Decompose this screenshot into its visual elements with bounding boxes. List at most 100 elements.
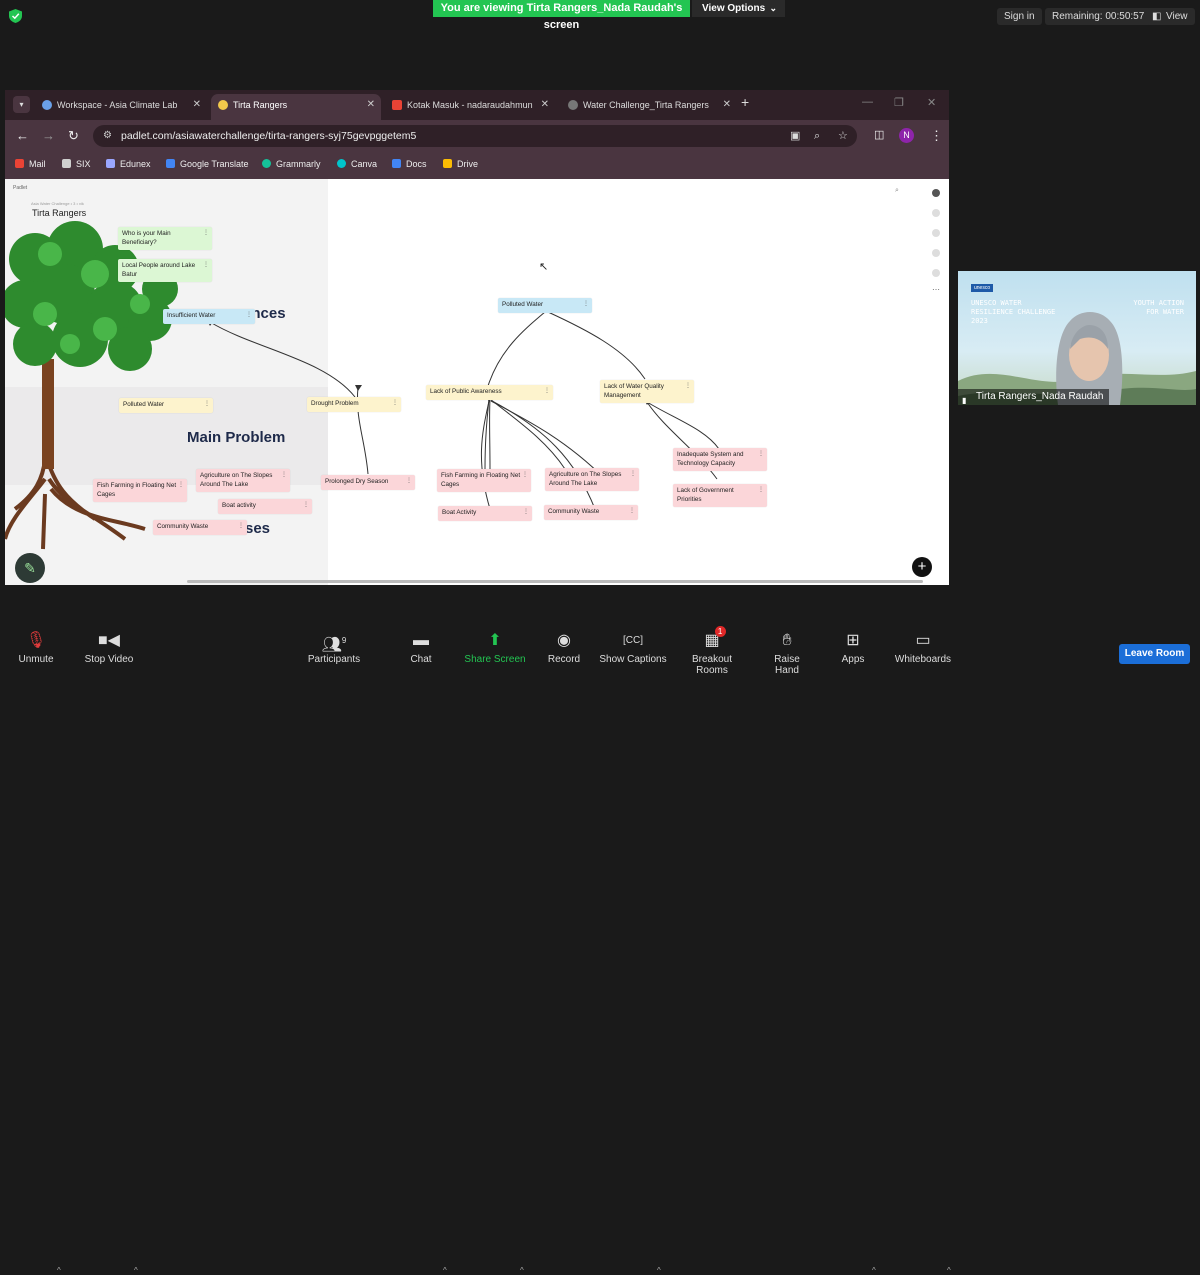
card-fish-farming[interactable]: Fish Farming in Floating Net Cages⋮ — [437, 469, 531, 492]
card-local-people[interactable]: Local People around Lake Batur⋮ — [118, 259, 212, 282]
breadcrumb[interactable]: Asia Water Challenge • 3 • vik — [31, 201, 84, 206]
restore-icon[interactable]: ❐ — [894, 97, 904, 109]
search-icon[interactable]: ⌕ — [895, 187, 899, 194]
more-rail-icon[interactable]: ⋯ — [932, 285, 940, 294]
card-polluted-water-left[interactable]: Polluted Water⋮ — [119, 398, 213, 413]
card-agriculture[interactable]: Agriculture on The Slopes Around The Lak… — [545, 468, 639, 491]
more-icon[interactable]: ⋮ — [629, 508, 635, 514]
bookmark-edunex[interactable]: Edunex — [106, 159, 151, 169]
view-button[interactable]: ◧View — [1146, 8, 1195, 25]
new-tab-icon[interactable]: + — [741, 94, 750, 110]
more-icon[interactable]: ⋮ — [203, 262, 209, 268]
close-icon[interactable]: ✕ — [192, 99, 201, 110]
more-icon[interactable]: ⋮ — [204, 401, 210, 407]
card-fish-farming-left[interactable]: Fish Farming in Floating Net Cages⋮ — [93, 479, 187, 502]
view-options-button[interactable]: View Options⌄ — [692, 0, 785, 17]
sign-in-button[interactable]: Sign in — [997, 8, 1042, 25]
leave-room-button[interactable]: Leave Room — [1119, 644, 1190, 664]
url-field[interactable]: ⚙ padlet.com/asiawaterchallenge/tirta-ra… — [93, 125, 857, 147]
side-panel-icon[interactable]: ◫ — [874, 129, 885, 141]
copy-rail-icon[interactable] — [932, 249, 940, 257]
record-button[interactable]: ◉Record — [546, 628, 582, 665]
more-icon[interactable]: ⋮ — [583, 301, 589, 307]
more-icon[interactable]: ⋮ — [523, 509, 529, 515]
more-icon[interactable]: ⋮ — [238, 523, 244, 529]
more-icon[interactable]: ⋮ — [178, 482, 184, 488]
forward-icon[interactable]: → — [42, 128, 55, 143]
annotate-pen-icon[interactable]: ✎ — [15, 553, 45, 583]
participant-video-tile[interactable]: unesco UNESCO WATER RESILIENCE CHALLENGE… — [958, 271, 1196, 405]
zoom-icon[interactable]: ⌕ — [814, 130, 821, 142]
back-icon[interactable]: ← — [16, 128, 29, 143]
chevron-up-icon[interactable]: ^ — [134, 1266, 138, 1275]
bookmark-docs[interactable]: Docs — [392, 159, 427, 169]
card-insufficient-water[interactable]: Insufficient Water⋮ — [163, 309, 255, 324]
more-icon[interactable]: ⋮ — [522, 472, 528, 478]
chevron-up-icon[interactable]: ^ — [57, 1266, 61, 1275]
more-icon[interactable]: ⋮ — [246, 312, 252, 318]
card-drought-problem[interactable]: Drought Problem⋮ — [307, 397, 401, 412]
tab-tirta-rangers[interactable]: Tirta Rangers✕ — [211, 94, 381, 120]
menu-icon[interactable]: ⋮ — [930, 128, 943, 143]
padlet-logo[interactable]: Padlet — [13, 185, 28, 191]
stop-video-button[interactable]: ■◀Stop Video — [80, 628, 138, 665]
bookmark-grammarly[interactable]: Grammarly — [262, 159, 321, 169]
tab-workspace[interactable]: Workspace - Asia Climate Lab✕ — [35, 94, 207, 120]
card-polluted-water-top[interactable]: Polluted Water⋮ — [498, 298, 592, 313]
reload-icon[interactable]: ↻ — [68, 128, 79, 143]
whiteboards-button[interactable]: ▭Whiteboards — [893, 628, 953, 665]
more-icon[interactable]: ⋮ — [406, 478, 412, 484]
more-icon[interactable]: ⋮ — [685, 383, 691, 389]
bookmark-drive[interactable]: Drive — [443, 159, 478, 169]
card-agriculture-left[interactable]: Agriculture on The Slopes Around The Lak… — [196, 469, 290, 492]
share-screen-button[interactable]: ⬆Share Screen — [464, 628, 526, 665]
more-icon[interactable]: ⋮ — [203, 230, 209, 236]
show-captions-button[interactable]: [CC]Show Captions — [599, 628, 667, 665]
share-rail-icon[interactable] — [932, 209, 940, 217]
bookmark-six[interactable]: SIX — [62, 159, 91, 169]
close-icon[interactable]: ✕ — [540, 99, 549, 110]
more-icon[interactable]: ⋮ — [392, 400, 398, 406]
window-close-icon[interactable]: ✕ — [927, 97, 937, 109]
more-icon[interactable]: ⋮ — [544, 388, 550, 394]
menu-rail-icon[interactable] — [932, 189, 940, 197]
site-info-icon[interactable]: ⚙ — [103, 130, 112, 141]
unmute-button[interactable]: 🎙︎Unmute — [14, 628, 58, 665]
card-prolonged-dry-season[interactable]: Prolonged Dry Season⋮ — [321, 475, 415, 490]
card-boat-activity[interactable]: Boat Activity⋮ — [438, 506, 532, 521]
chevron-up-icon[interactable]: ^ — [872, 1266, 876, 1275]
play-rail-icon[interactable] — [932, 269, 940, 277]
tab-water-challenge[interactable]: Water Challenge_Tirta Rangers✕ — [561, 94, 737, 120]
card-lack-government[interactable]: Lack of Government Priorities⋮ — [673, 484, 767, 507]
bookmark-mail[interactable]: Mail — [15, 159, 46, 169]
comment-rail-icon[interactable] — [932, 229, 940, 237]
card-who-beneficiary[interactable]: Who is your Main Beneficiary?⋮ — [118, 227, 212, 250]
star-icon[interactable]: ☆ — [838, 130, 848, 142]
card-community-waste[interactable]: Community Waste⋮ — [544, 505, 638, 520]
cast-icon[interactable]: ▣ — [790, 130, 801, 142]
card-lack-water-quality[interactable]: Lack of Water Quality Management⋮ — [600, 380, 694, 403]
bookmark-google-translate[interactable]: Google Translate — [166, 159, 249, 169]
card-boat-activity-left[interactable]: Boat activity⋮ — [218, 499, 312, 514]
minimize-icon[interactable]: — — [862, 96, 873, 108]
apps-button[interactable]: ⊞Apps — [838, 628, 868, 665]
raise-hand-button[interactable]: ✋︎Raise Hand — [762, 628, 812, 676]
more-icon[interactable]: ⋮ — [758, 487, 764, 493]
more-icon[interactable]: ⋮ — [281, 472, 287, 478]
profile-avatar[interactable]: N — [899, 128, 914, 143]
more-icon[interactable]: ⋮ — [758, 451, 764, 457]
card-inadequate-system[interactable]: Inadequate System and Technology Capacit… — [673, 448, 767, 471]
chevron-up-icon[interactable]: ^ — [657, 1266, 661, 1275]
close-icon[interactable]: ✕ — [722, 99, 731, 110]
more-icon[interactable]: ⋮ — [630, 471, 636, 477]
chat-button[interactable]: ▬Chat — [404, 628, 438, 665]
tab-kotak-masuk[interactable]: Kotak Masuk - nadaraudahmun✕ — [385, 94, 555, 120]
card-lack-public-awareness[interactable]: Lack of Public Awareness⋮ — [426, 385, 553, 400]
close-icon[interactable]: ✕ — [366, 99, 375, 110]
chevron-up-icon[interactable]: ^ — [947, 1266, 951, 1275]
more-icon[interactable]: ⋮ — [303, 502, 309, 508]
bookmark-canva[interactable]: Canva — [337, 159, 377, 169]
add-post-button[interactable]: + — [912, 557, 932, 577]
chevron-up-icon[interactable]: ^ — [443, 1266, 447, 1275]
